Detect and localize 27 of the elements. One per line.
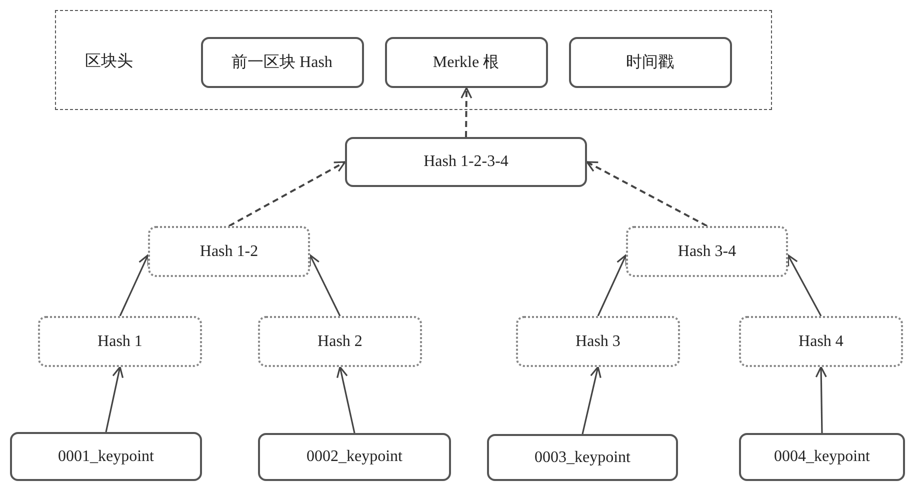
field-box: Merkle 根: [384, 36, 548, 88]
arrow: [460, 87, 472, 138]
arrow: [597, 254, 628, 316]
arrow: [787, 254, 822, 316]
arrow: [228, 161, 346, 227]
data-box: 0001_keypoint: [10, 432, 202, 481]
arrow: [586, 161, 708, 227]
hash-box: Hash 1-2-3-4: [345, 137, 587, 187]
hash-box: Hash 1: [38, 316, 202, 367]
arrow: [582, 366, 602, 434]
arrow: [309, 254, 341, 316]
hash-box: Hash 3-4: [626, 226, 788, 277]
hash-box: Hash 3: [516, 316, 680, 367]
data-box: 0002_keypoint: [258, 433, 451, 481]
arrow: [336, 366, 356, 434]
group-label: 区块头: [85, 52, 133, 72]
arrow: [105, 366, 124, 432]
header-group: [55, 10, 772, 110]
hash-box: Hash 2: [258, 316, 422, 367]
data-box: 0003_keypoint: [487, 434, 678, 481]
hash-box: Hash 4: [739, 316, 903, 367]
arrow: [815, 366, 827, 434]
arrow: [119, 254, 150, 316]
hash-box: Hash 1-2: [148, 226, 310, 277]
field-box: 前一区块 Hash: [200, 36, 364, 88]
data-box: 0004_keypoint: [739, 433, 905, 481]
field-box: 时间戳: [568, 36, 732, 88]
